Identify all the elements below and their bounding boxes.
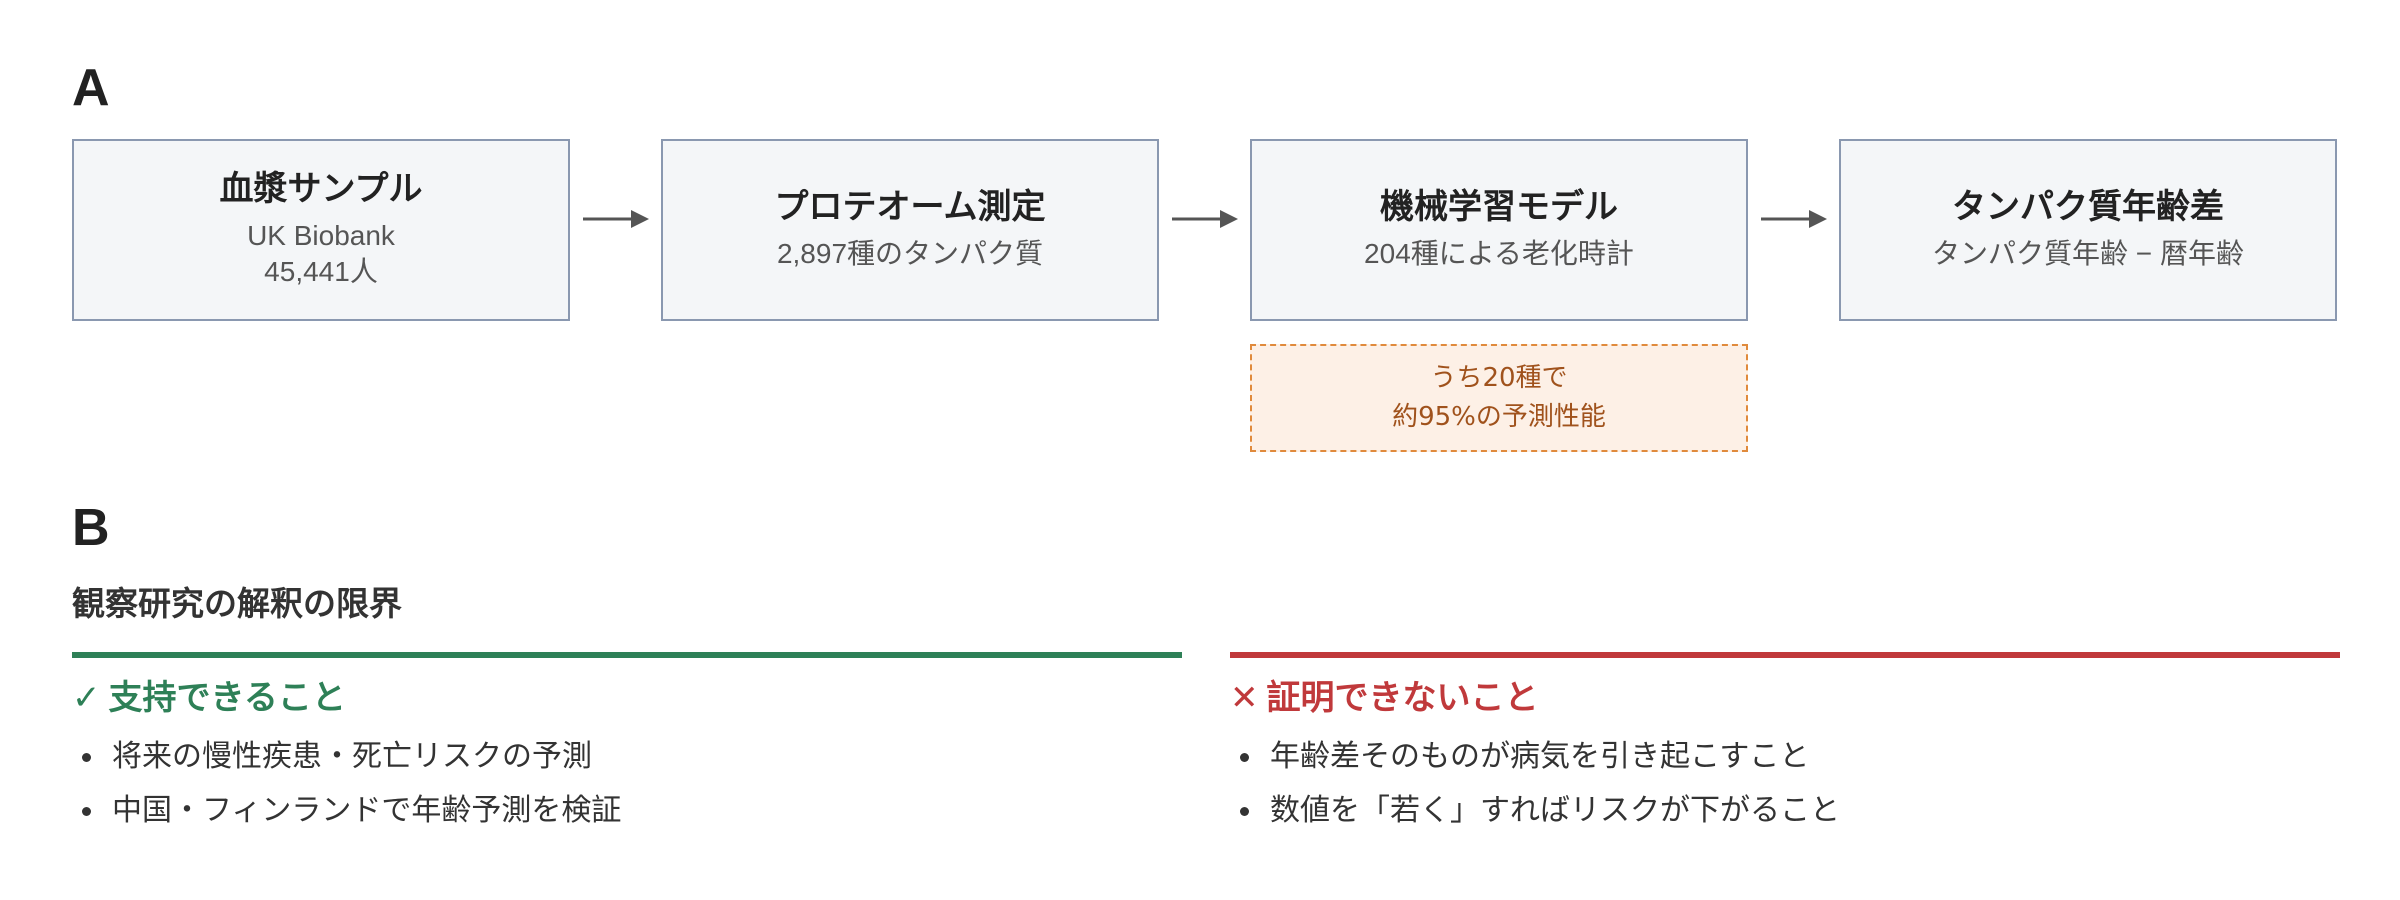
section-heading: 観察研究の解釈の限界 (72, 584, 402, 623)
flow-box-title: プロテオーム測定 (774, 187, 1046, 228)
supported-list: 将来の慢性疾患・死亡リスクの予測 中国・フィンランドで年齢予測を検証 (72, 739, 1182, 847)
list-item: 数値を「若く」すればリスクが下がること (1230, 793, 2340, 847)
flow-box-line: 204種による老化時計 (1364, 238, 1634, 270)
model-note-callout: うち20種で 約95%の予測性能 (1250, 344, 1748, 452)
arrow-right-icon (1761, 210, 1827, 228)
arrow-right-icon (583, 210, 649, 228)
flow-box-line: UK Biobank (247, 220, 395, 251)
list-item-text: 数値を「若く」すればリスクが下がること (1270, 792, 1840, 828)
flow-box-title: 血漿サンプル (219, 169, 423, 210)
supported-column: ✓ 支持できること 将来の慢性疾患・死亡リスクの予測 中国・フィンランドで年齢予… (72, 652, 1182, 847)
list-item: 将来の慢性疾患・死亡リスクの予測 (72, 739, 1182, 793)
column-divider (1230, 652, 2340, 658)
flow-box-line: 2,897種のタンパク質 (776, 238, 1044, 270)
column-divider (72, 652, 1182, 658)
flow-box-plasma-sample: 血漿サンプル UK Biobank 45,441人 (72, 139, 570, 321)
bullet-icon (82, 752, 91, 762)
column-heading: ✓ 支持できること (72, 678, 1182, 719)
column-heading: ✕ 証明できないこと (1230, 678, 2340, 719)
cross-icon: ✕ (1230, 678, 1259, 718)
column-title: 証明できないこと (1266, 678, 1539, 718)
panel-label-a: A (72, 59, 110, 117)
flow-box-line: 45,441人 (264, 256, 378, 288)
list-item-text: 中国・フィンランドで年齢予測を検証 (112, 792, 622, 828)
column-title: 支持できること (108, 678, 346, 718)
list-item: 年齢差そのものが病気を引き起こすこと (1230, 739, 2340, 793)
bullet-icon (1240, 752, 1249, 762)
cannot-prove-list: 年齢差そのものが病気を引き起こすこと 数値を「若く」すればリスクが下がること (1230, 739, 2340, 847)
note-line: 約95%の予測性能 (1392, 402, 1606, 432)
panel-label-b: B (72, 499, 110, 557)
flow-box-title: 機械学習モデル (1380, 187, 1618, 228)
list-item: 中国・フィンランドで年齢予測を検証 (72, 793, 1182, 847)
list-item-text: 年齢差そのものが病気を引き起こすこと (1270, 738, 1810, 774)
flow-box-line: タンパク質年齢 − 暦年齢 (1932, 238, 2244, 270)
arrow-right-icon (1172, 210, 1238, 228)
check-icon: ✓ (72, 678, 101, 718)
bullet-icon (1240, 806, 1249, 816)
flow-box-proteome-measurement: プロテオーム測定 2,897種のタンパク質 (661, 139, 1159, 321)
flow-box-title: タンパク質年齢差 (1952, 187, 2224, 228)
flow-box-ml-model: 機械学習モデル 204種による老化時計 (1250, 139, 1748, 321)
cannot-prove-column: ✕ 証明できないこと 年齢差そのものが病気を引き起こすこと 数値を「若く」すれば… (1230, 652, 2340, 847)
note-line: うち20種で (1430, 363, 1568, 393)
flow-box-protein-age-gap: タンパク質年齢差 タンパク質年齢 − 暦年齢 (1839, 139, 2337, 321)
list-item-text: 将来の慢性疾患・死亡リスクの予測 (112, 738, 592, 774)
bullet-icon (82, 806, 91, 816)
